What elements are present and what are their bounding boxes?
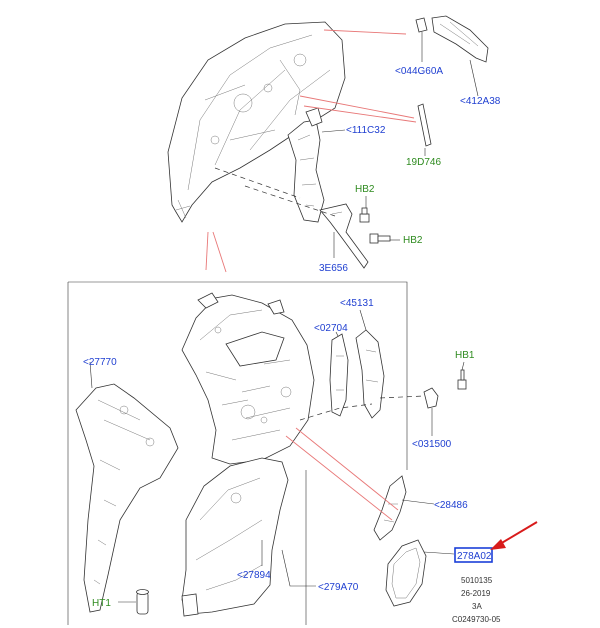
label-111C32: <111C32	[346, 125, 386, 136]
leader-lines	[89, 32, 479, 603]
meta-line-1: 5010135	[461, 576, 493, 585]
pillar-reinforcement-drawing	[287, 107, 325, 223]
label-HB2-upper: HB2	[355, 184, 375, 195]
bracket-031500-drawing	[423, 387, 439, 409]
bolt-HB1-drawing	[457, 369, 467, 390]
pillar-27770-drawing	[75, 383, 179, 613]
brace-02704-drawing	[329, 333, 349, 417]
wheelhouse-panel-27894-drawing	[181, 457, 289, 617]
label-27770: <27770	[83, 357, 117, 368]
meta-line-3: 3A	[472, 602, 482, 611]
label-279A70: <279A70	[318, 582, 359, 593]
label-45131: <45131	[340, 298, 374, 309]
label-412A38: <412A38	[460, 96, 501, 107]
plug-HT1-drawing	[136, 589, 149, 615]
pointer-arrow-icon	[490, 521, 538, 550]
bracket-412A38-drawing	[431, 15, 489, 63]
bolt-HB2-upper-drawing	[359, 207, 370, 223]
label-HB2-lower: HB2	[403, 235, 423, 246]
label-044G60A: <044G60A	[395, 66, 443, 77]
seal-19D746-drawing	[417, 103, 432, 147]
quarter-inner-panel-drawing	[181, 292, 315, 465]
reinforcement-28486-drawing	[373, 475, 407, 541]
label-278A02[interactable]: 278A02	[457, 551, 492, 562]
label-27894: <27894	[237, 570, 271, 581]
label-HB1: HB1	[455, 350, 475, 361]
meta-line-2: 26-2019	[461, 589, 491, 598]
label-28486: <28486	[434, 500, 468, 511]
detail-frame	[67, 281, 408, 625]
clip-044G60A-drawing	[415, 17, 428, 33]
label-HT1: HT1	[92, 598, 111, 609]
label-02704: <02704	[314, 323, 348, 334]
bolt-HB2-lower-drawing	[369, 233, 391, 244]
label-19D746: 19D746	[406, 157, 441, 168]
highlight-box	[454, 547, 493, 563]
upper-reference-lines	[205, 29, 417, 273]
seal-278A02-drawing	[385, 539, 427, 607]
label-031500: <031500	[412, 439, 452, 450]
bracket-3E656-drawing	[319, 203, 369, 269]
meta-line-4: C0249730-05	[452, 615, 501, 624]
bracket-45131-drawing	[355, 329, 385, 419]
upper-body-panel-drawing	[167, 21, 346, 223]
lower-reference-lines	[285, 395, 425, 521]
label-3E656: 3E656	[319, 263, 348, 274]
